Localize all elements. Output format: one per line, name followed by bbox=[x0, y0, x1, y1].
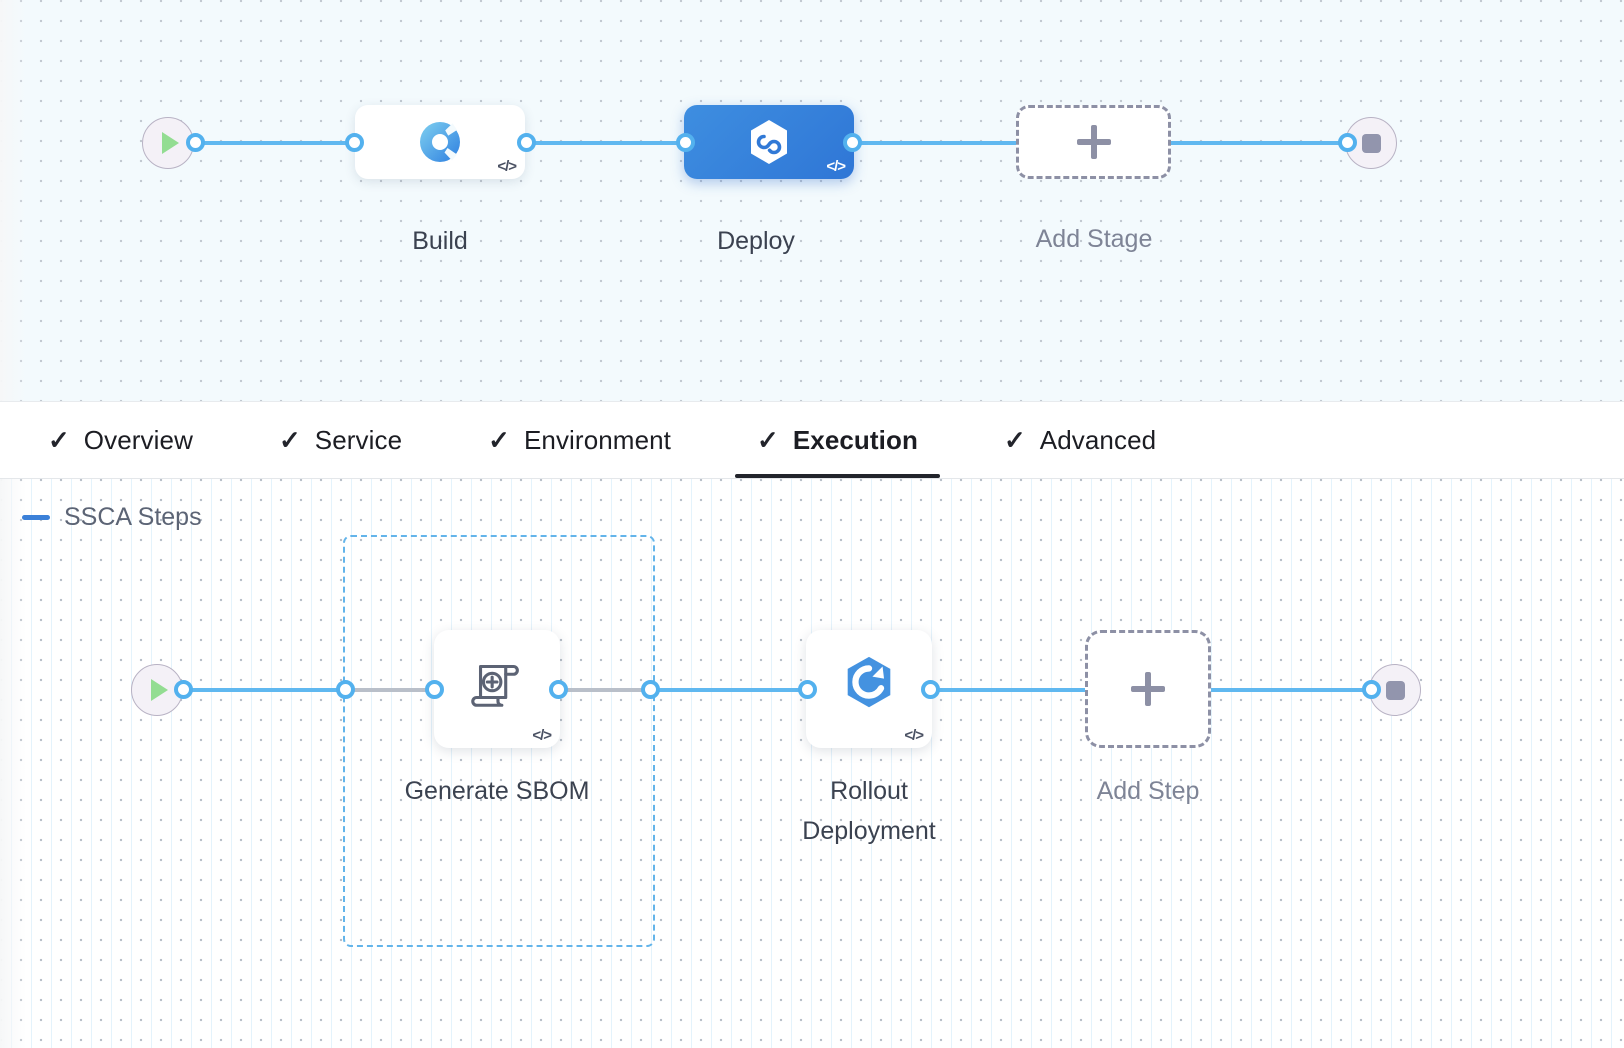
plus-icon bbox=[1131, 672, 1165, 706]
build-input-port[interactable] bbox=[345, 133, 364, 152]
check-icon: ✓ bbox=[488, 425, 510, 455]
step-start-node[interactable] bbox=[131, 664, 183, 716]
sbom-scroll-plus-icon bbox=[434, 634, 560, 730]
tab-service[interactable]: ✓ Service bbox=[257, 402, 424, 478]
minus-icon[interactable] bbox=[22, 515, 50, 520]
stage-end-port[interactable] bbox=[1338, 133, 1357, 152]
link-group-to-sbom bbox=[344, 688, 438, 692]
stage-label-deploy: Deploy bbox=[717, 227, 795, 255]
deploy-output-port[interactable] bbox=[843, 133, 862, 152]
step-group-ssca[interactable] bbox=[343, 535, 655, 947]
link-sbom-to-groupout bbox=[558, 688, 652, 692]
execution-graph-canvas[interactable]: SSCA Steps bbox=[0, 479, 1624, 1048]
tab-label: Environment bbox=[523, 424, 672, 455]
link-addstep-to-end bbox=[1205, 688, 1371, 692]
build-ci-icon bbox=[355, 105, 525, 179]
canvas-left-fade bbox=[0, 0, 26, 413]
rollout-input-port[interactable] bbox=[798, 680, 817, 699]
tab-label: Overview bbox=[83, 424, 193, 455]
tab-label: Service bbox=[314, 424, 403, 455]
rollout-output-port[interactable] bbox=[921, 680, 940, 699]
check-icon: ✓ bbox=[278, 425, 301, 455]
sbom-output-port[interactable] bbox=[549, 680, 568, 699]
group-input-port[interactable] bbox=[336, 680, 355, 699]
stop-icon bbox=[1385, 680, 1405, 700]
step-group-header[interactable]: SSCA Steps bbox=[22, 503, 202, 532]
tab-environment[interactable]: ✓ Environment bbox=[466, 402, 693, 478]
link-group-to-rollout bbox=[650, 688, 812, 692]
build-code-badge[interactable]: </> bbox=[497, 158, 517, 175]
stage-node-build[interactable]: </> bbox=[355, 105, 525, 179]
link-start-to-build bbox=[194, 141, 356, 145]
deploy-input-port[interactable] bbox=[676, 133, 695, 152]
step-label-rollout-line1: Rollout bbox=[830, 777, 908, 805]
add-stage-label: Add Stage bbox=[1035, 225, 1153, 253]
tab-label: Advanced bbox=[1039, 424, 1157, 455]
step-start-port[interactable] bbox=[174, 680, 193, 699]
plus-icon bbox=[1076, 125, 1111, 159]
check-icon: ✓ bbox=[1003, 425, 1026, 455]
stage-node-deploy[interactable]: </> bbox=[684, 105, 854, 179]
link-start-to-group bbox=[182, 688, 344, 692]
link-deploy-to-addstage bbox=[851, 141, 1019, 145]
tab-overview[interactable]: ✓ Overview bbox=[26, 402, 215, 478]
add-stage-button[interactable] bbox=[1016, 105, 1171, 179]
k8s-rollout-hexagon-icon bbox=[806, 634, 932, 730]
step-end-port[interactable] bbox=[1362, 680, 1381, 699]
step-canvas-left-fade bbox=[0, 479, 26, 1048]
check-icon: ✓ bbox=[48, 425, 70, 455]
check-icon: ✓ bbox=[757, 425, 779, 455]
tab-label: Execution bbox=[792, 424, 918, 455]
step-group-title: SSCA Steps bbox=[64, 503, 202, 531]
stage-label-build: Build bbox=[412, 227, 468, 255]
link-addstage-to-end bbox=[1169, 141, 1351, 145]
tab-advanced[interactable]: ✓ Advanced bbox=[982, 402, 1178, 478]
play-icon bbox=[150, 679, 168, 701]
add-step-button[interactable] bbox=[1085, 630, 1211, 748]
play-icon bbox=[161, 132, 179, 154]
add-step-label: Add Step bbox=[1096, 777, 1200, 805]
sbom-code-badge[interactable]: </> bbox=[532, 727, 552, 744]
deploy-code-badge[interactable]: </> bbox=[826, 158, 846, 175]
stop-icon bbox=[1361, 133, 1381, 153]
group-output-port[interactable] bbox=[641, 680, 660, 699]
tab-execution[interactable]: ✓ Execution bbox=[735, 402, 940, 478]
step-node-rollout-deployment[interactable]: </> bbox=[806, 630, 932, 748]
stage-graph-canvas[interactable]: </> Build </> Deploy Add Stage bbox=[0, 0, 1624, 413]
deploy-cd-hexagon-icon bbox=[684, 105, 854, 179]
link-build-to-deploy bbox=[526, 141, 686, 145]
link-rollout-to-addstep bbox=[928, 688, 1088, 692]
stage-start-port[interactable] bbox=[186, 133, 205, 152]
step-label-generate-sbom: Generate SBOM bbox=[404, 777, 590, 805]
step-label-rollout-line2: Deployment bbox=[802, 817, 936, 845]
build-output-port[interactable] bbox=[517, 133, 536, 152]
sbom-input-port[interactable] bbox=[425, 680, 444, 699]
step-node-generate-sbom[interactable]: </> bbox=[434, 630, 560, 748]
rollout-code-badge[interactable]: </> bbox=[904, 727, 924, 744]
stage-start-node[interactable] bbox=[142, 117, 194, 169]
stage-config-tabs: ✓ Overview ✓ Service ✓ Environment ✓ Exe… bbox=[0, 401, 1624, 479]
